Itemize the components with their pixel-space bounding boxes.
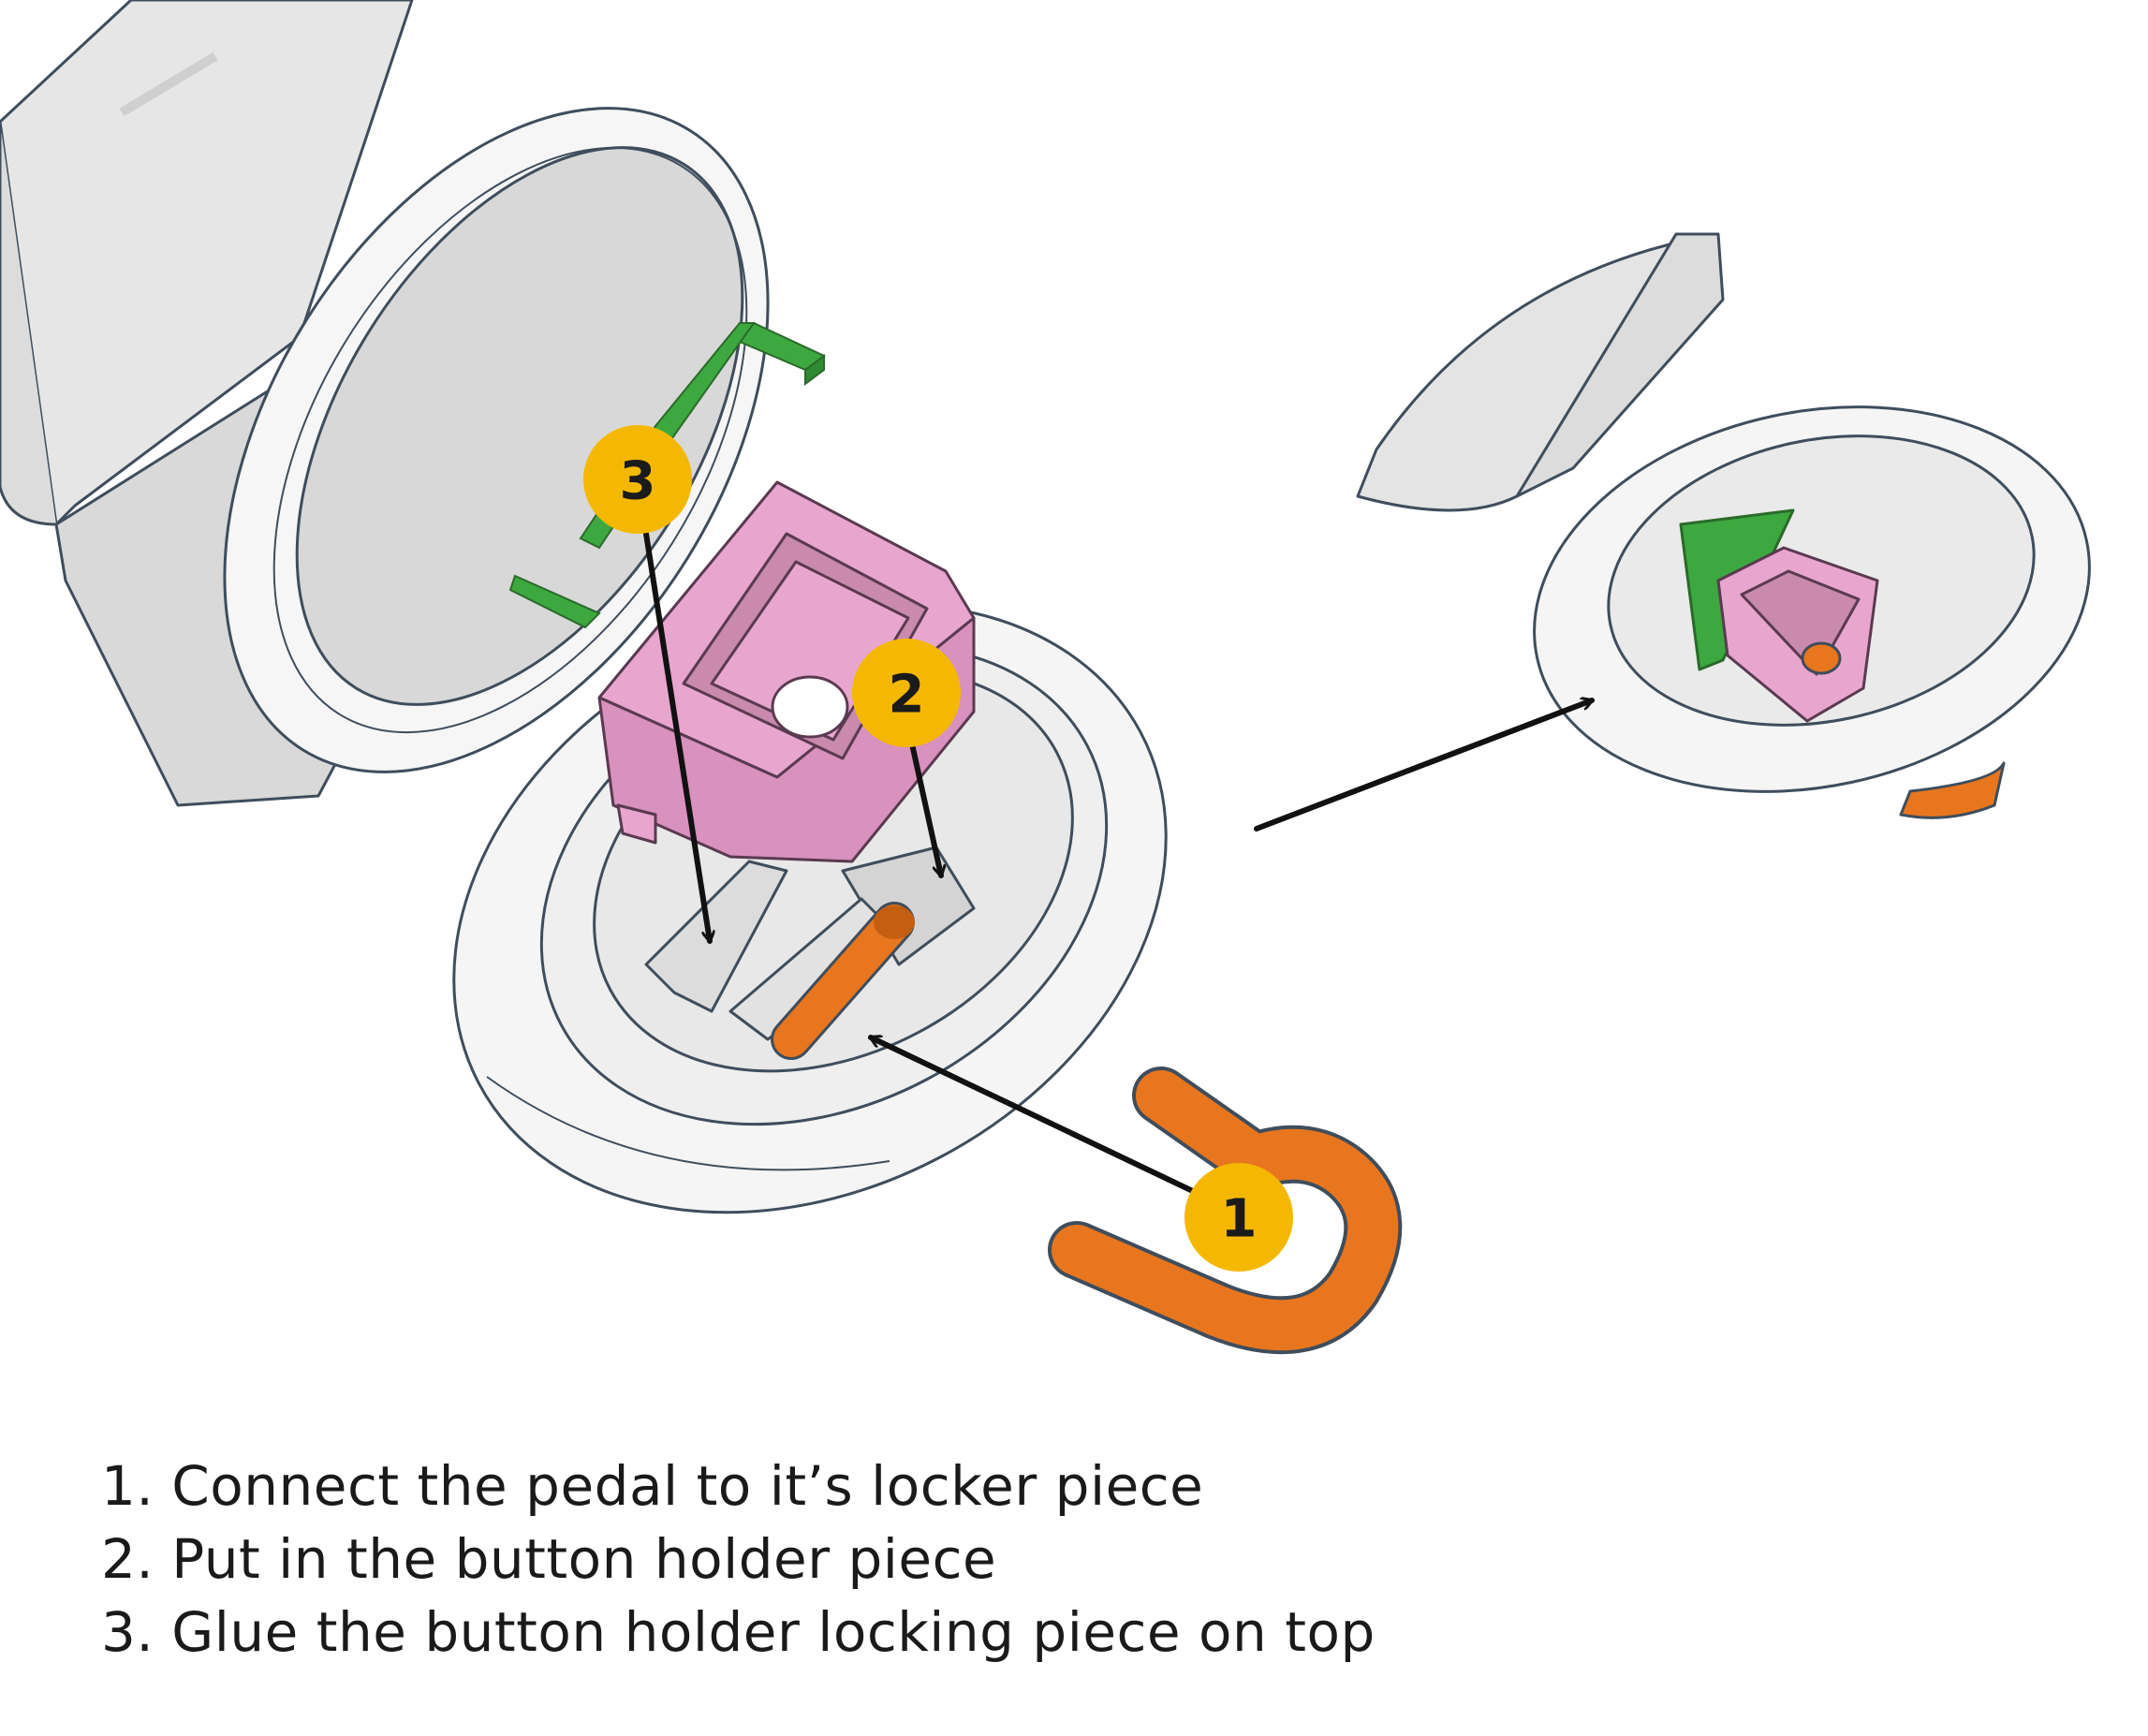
step-badge-1-label: 1	[1221, 1189, 1258, 1250]
instruction-list: 1. Connect the pedal to it’s locker piec…	[101, 1449, 1376, 1669]
step-badge-2: 2	[852, 639, 961, 747]
instruction-arrows	[643, 531, 1592, 1197]
step-text: Connect the pedal to it’s locker piece	[171, 1454, 1204, 1518]
step-text: Glue the button holder locking piece on …	[171, 1600, 1376, 1664]
u-pedal	[1048, 1067, 1403, 1355]
instruction-step-2: 2. Put in the button holder piece	[101, 1523, 1376, 1596]
instruction-step-1: 1. Connect the pedal to it’s locker piec…	[101, 1449, 1376, 1523]
step-number: 1.	[101, 1454, 154, 1518]
arrow-result	[1254, 700, 1592, 831]
step-badge-1: 1	[1184, 1163, 1293, 1272]
pedal-locker-rod	[771, 902, 915, 1060]
step-badge-3: 3	[583, 425, 692, 534]
step-text: Put in the button holder piece	[171, 1527, 997, 1591]
instruction-step-3: 3. Glue the button holder locking piece …	[101, 1596, 1376, 1669]
arrow-step-2	[908, 737, 941, 875]
toilet-seat-lid	[223, 107, 770, 773]
arrow-step-1	[871, 1037, 1201, 1197]
arrow-step-3	[643, 531, 710, 941]
step-number: 2.	[101, 1527, 154, 1591]
step-badge-2-label: 2	[889, 665, 925, 726]
step-badge-3-label: 3	[620, 451, 656, 512]
step-number: 3.	[101, 1600, 154, 1664]
assembled-toilet-preview	[1356, 232, 2091, 819]
